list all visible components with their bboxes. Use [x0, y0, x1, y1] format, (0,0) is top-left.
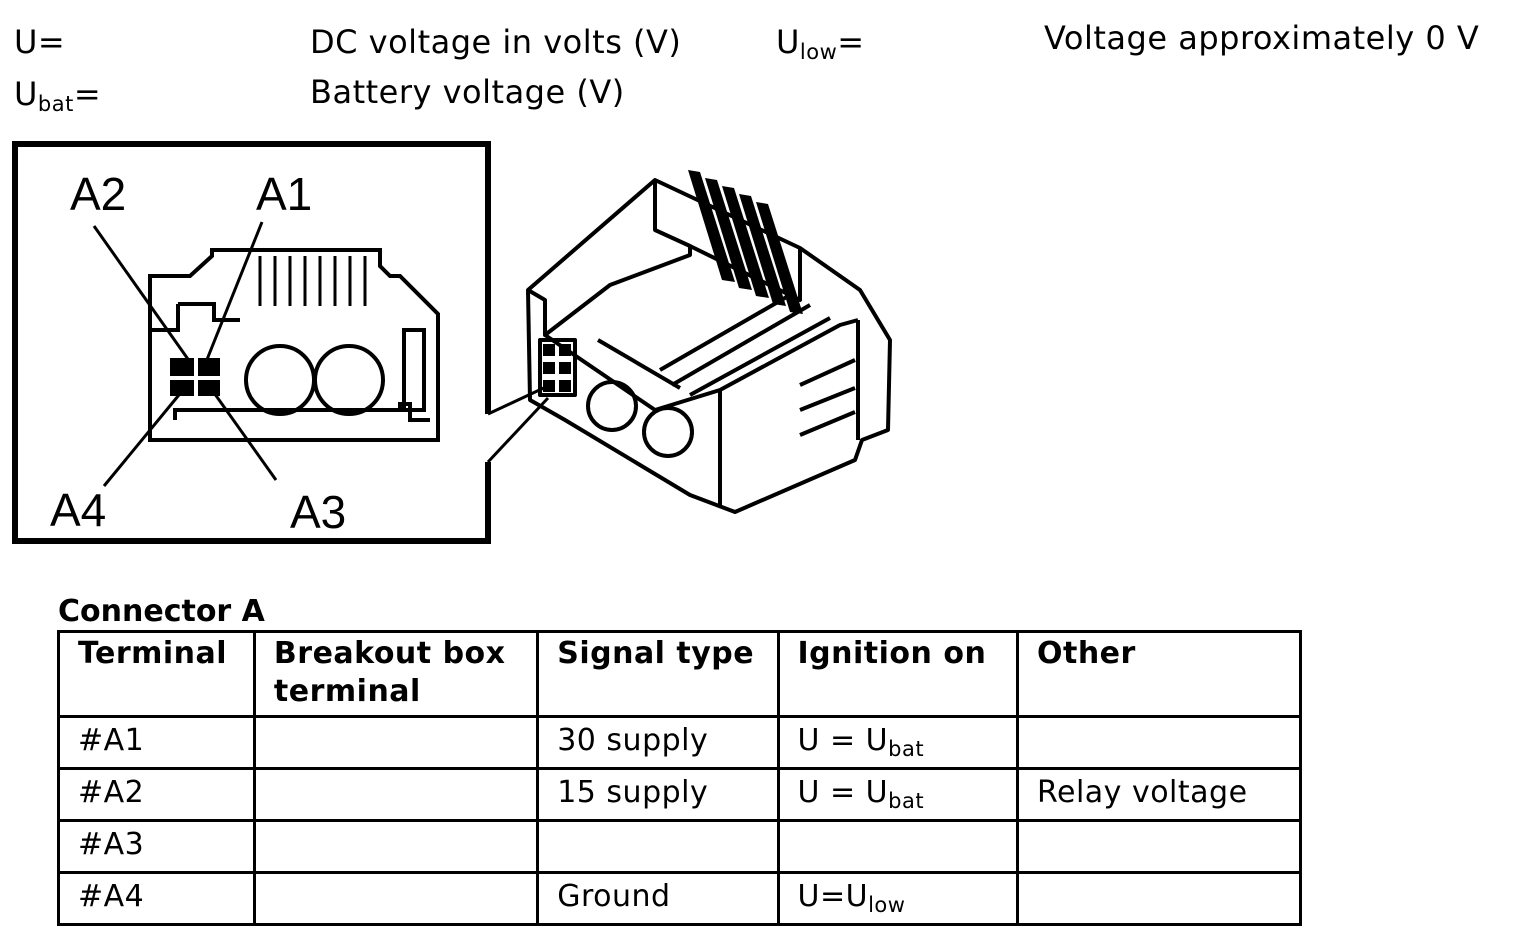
header-other: Other [1015, 630, 1303, 718]
connector-front-view [148, 248, 440, 442]
cell-breakout [252, 819, 540, 874]
cell-breakout [252, 767, 540, 822]
legend-u-desc: DC voltage in volts (V) [310, 23, 682, 61]
cell-breakout [252, 871, 540, 926]
cell-other [1015, 715, 1303, 770]
table-row: #A2 15 supply U = Ubat Relay voltage [57, 767, 1303, 822]
cell-terminal: #A1 [57, 715, 256, 770]
legend-ubat-desc: Battery voltage (V) [310, 73, 625, 111]
latch-ribs [258, 256, 367, 306]
header-terminal: Terminal [57, 630, 256, 718]
cell-terminal: #A3 [57, 819, 256, 874]
cell-signal: Ground [536, 871, 780, 926]
connector-diagram: A2 A1 A4 A3 [12, 141, 892, 544]
connector-3d-view [526, 178, 892, 514]
connector-3d-latch-ribs [688, 170, 803, 314]
pin-leader-lines [92, 221, 278, 487]
cell-other [1015, 819, 1303, 874]
cell-breakout [252, 715, 540, 770]
cell-ignition: U = Ubat [776, 767, 1019, 822]
legend-u-label: U= [14, 23, 66, 61]
cavity-circle-right [313, 344, 385, 416]
header-ignition-on: Ignition on [776, 630, 1019, 718]
callout-frame [12, 141, 491, 544]
connector-title: Connector A [58, 594, 265, 629]
cell-other [1015, 871, 1303, 926]
connector-3d-pins [543, 344, 571, 392]
connector-terminal-table: Terminal Breakout box terminal Signal ty… [57, 630, 1303, 926]
legend-ubat-label: Ubat= [14, 75, 102, 116]
cell-ignition: U=Ulow [776, 871, 1019, 926]
table-row: #A1 30 supply U = Ubat [57, 715, 1303, 770]
pin-label-a2: A2 [70, 168, 126, 220]
cell-signal: 30 supply [536, 715, 780, 770]
pin-label-a3: A3 [290, 486, 346, 538]
cell-terminal: #A4 [57, 871, 256, 926]
legend-ulow-desc: Voltage approximately 0 V [1044, 19, 1480, 57]
pin-label-a4: A4 [50, 484, 106, 536]
cell-other: Relay voltage [1015, 767, 1303, 822]
table-header-row: Terminal Breakout box terminal Signal ty… [57, 630, 1303, 718]
cell-signal: 15 supply [536, 767, 780, 822]
pin-label-a1: A1 [256, 168, 312, 220]
header-breakout-box-terminal: Breakout box terminal [252, 630, 540, 718]
cell-ignition: U = Ubat [776, 715, 1019, 770]
cavity-circle-left [244, 344, 316, 416]
cell-signal [536, 819, 780, 874]
callout-lines [486, 384, 550, 464]
legend-ulow-label: Ulow= [776, 23, 865, 64]
table-row: #A3 [57, 819, 1303, 874]
cell-ignition [776, 819, 1019, 874]
header-signal-type: Signal type [536, 630, 780, 718]
table-row: #A4 Ground U=Ulow [57, 871, 1303, 926]
cell-terminal: #A2 [57, 767, 256, 822]
